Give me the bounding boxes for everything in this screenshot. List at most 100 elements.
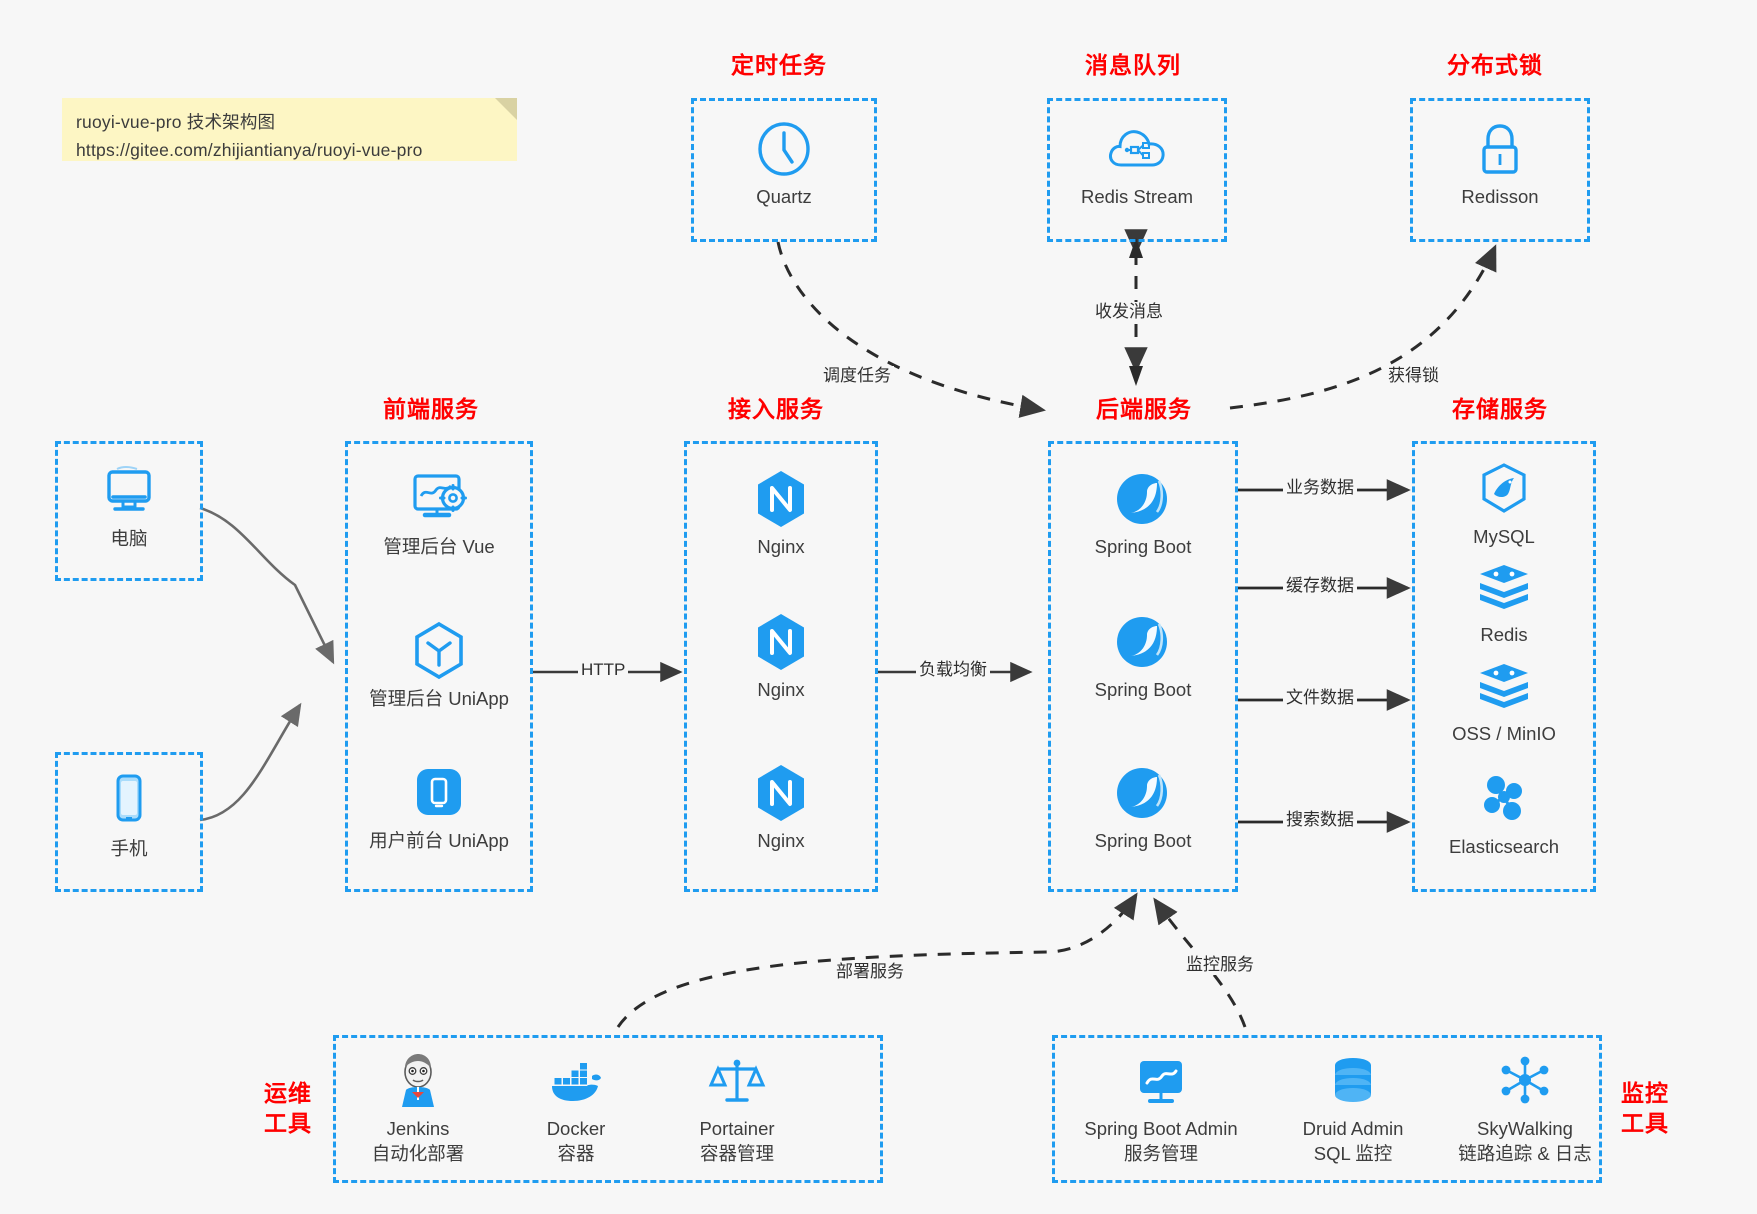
node-spring-boot-2[interactable]: Spring Boot xyxy=(1058,611,1228,702)
mobile-icon xyxy=(44,770,214,832)
skywalking-node-icon xyxy=(1425,1050,1625,1112)
node-sublabel: 链路追踪 & 日志 xyxy=(1458,1143,1592,1164)
nginx-icon xyxy=(696,762,866,824)
group-box-client-desktop xyxy=(55,441,203,581)
node-sublabel: SQL 监控 xyxy=(1313,1143,1393,1164)
node-redis-stream[interactable]: Redis Stream xyxy=(1052,118,1222,209)
node-label: Elasticsearch xyxy=(1448,836,1559,857)
node-sublabel: 容器管理 xyxy=(699,1143,774,1164)
node-spring-boot-1[interactable]: Spring Boot xyxy=(1058,468,1228,559)
mysql-dolphin-icon xyxy=(1419,458,1589,520)
node-label: Spring Boot xyxy=(1094,679,1192,700)
node-label: Jenkins xyxy=(386,1118,450,1139)
node-label: Nginx xyxy=(757,679,805,700)
jenkins-butler-icon xyxy=(333,1050,503,1112)
phone-rounded-icon xyxy=(354,762,524,824)
group-box-scheduled-task xyxy=(691,98,877,242)
node-label: Nginx xyxy=(757,536,805,557)
hexagon-cube-icon xyxy=(354,620,524,682)
node-mysql[interactable]: MySQL xyxy=(1419,458,1589,549)
portainer-scale-icon xyxy=(652,1050,822,1112)
node-label: Druid Admin xyxy=(1302,1118,1404,1139)
node-label: Spring Boot xyxy=(1094,536,1192,557)
node-nginx-3[interactable]: Nginx xyxy=(696,762,866,853)
note-url: https://gitee.com/zhijiantianya/ruoyi-vu… xyxy=(76,140,423,160)
node-redis[interactable]: Redis xyxy=(1419,556,1589,647)
node-sublabel: 自动化部署 xyxy=(371,1143,465,1164)
edge-label-load-balance: 负载均衡 xyxy=(916,660,990,680)
node-docker[interactable]: Docker 容器 xyxy=(491,1050,661,1166)
edge-label-deploy-service: 部署服务 xyxy=(833,962,907,982)
redis-stack-icon xyxy=(1419,556,1589,618)
node-label: 电脑 xyxy=(110,528,148,549)
edge-label-http: HTTP xyxy=(578,660,629,680)
devops-title-line2: 工具 xyxy=(264,1110,312,1136)
node-quartz[interactable]: Quartz xyxy=(699,118,869,209)
node-nginx-1[interactable]: Nginx xyxy=(696,468,866,559)
node-label: OSS / MinIO xyxy=(1452,723,1556,744)
node-label: Quartz xyxy=(756,186,812,207)
edge-label-search-data: 搜索数据 xyxy=(1283,810,1357,830)
monitor-title-line2: 工具 xyxy=(1621,1110,1669,1136)
note-fold-corner xyxy=(495,98,517,120)
node-redisson[interactable]: Redisson xyxy=(1415,118,1585,209)
node-skywalking[interactable]: SkyWalking 链路追踪 & 日志 xyxy=(1425,1050,1625,1166)
group-box-client-mobile xyxy=(55,752,203,892)
node-label: Portainer xyxy=(699,1118,775,1139)
node-portainer[interactable]: Portainer 容器管理 xyxy=(652,1050,822,1166)
node-mobile[interactable]: 手机 xyxy=(44,770,214,861)
node-desktop[interactable]: 电脑 xyxy=(44,460,214,551)
clock-icon xyxy=(699,118,869,180)
node-jenkins[interactable]: Jenkins 自动化部署 xyxy=(333,1050,503,1166)
group-box-devops-tools xyxy=(333,1035,883,1183)
node-label: 管理后台 UniApp xyxy=(369,688,509,709)
node-label: 手机 xyxy=(110,838,148,859)
spring-leaf-icon xyxy=(1058,468,1228,530)
node-user-uniapp[interactable]: 用户前台 UniApp xyxy=(354,762,524,853)
lock-icon xyxy=(1415,118,1585,180)
elasticsearch-icon xyxy=(1419,768,1589,830)
group-box-backend-service xyxy=(1048,441,1238,892)
node-label: Nginx xyxy=(757,830,805,851)
spring-leaf-icon xyxy=(1058,611,1228,673)
cloud-stream-icon xyxy=(1052,118,1222,180)
section-title-message-queue: 消息队列 xyxy=(1085,52,1181,78)
node-elasticsearch[interactable]: Elasticsearch xyxy=(1419,768,1589,859)
node-spring-boot-admin[interactable]: Spring Boot Admin 服务管理 xyxy=(1066,1050,1256,1166)
nginx-icon xyxy=(696,468,866,530)
oss-stack-icon xyxy=(1419,655,1589,717)
node-sublabel: 容器 xyxy=(557,1143,595,1164)
group-box-frontend-service xyxy=(345,441,533,892)
spring-leaf-icon xyxy=(1058,762,1228,824)
node-sublabel: 服务管理 xyxy=(1123,1143,1198,1164)
section-title-frontend-service: 前端服务 xyxy=(383,396,479,422)
node-label: Spring Boot Admin xyxy=(1084,1118,1238,1139)
group-box-message-queue xyxy=(1047,98,1227,242)
monitor-gear-icon xyxy=(354,468,524,530)
node-oss-minio[interactable]: OSS / MinIO xyxy=(1419,655,1589,746)
node-nginx-2[interactable]: Nginx xyxy=(696,611,866,702)
node-druid-admin[interactable]: Druid Admin SQL 监控 xyxy=(1263,1050,1443,1166)
note-title: ruoyi-vue-pro 技术架构图 xyxy=(76,112,276,132)
node-admin-vue[interactable]: 管理后台 Vue xyxy=(354,468,524,559)
group-box-distributed-lock xyxy=(1410,98,1590,242)
node-label: Docker xyxy=(546,1118,606,1139)
edge-label-send-receive-message: 收发消息 xyxy=(1092,302,1166,322)
section-title-scheduled-task: 定时任务 xyxy=(731,52,827,78)
desktop-icon xyxy=(44,460,214,522)
database-cylinder-icon xyxy=(1263,1050,1443,1112)
section-title-gateway-service: 接入服务 xyxy=(728,396,824,422)
node-label: Redis Stream xyxy=(1080,186,1194,207)
dashboard-chart-icon xyxy=(1066,1050,1256,1112)
node-label: SkyWalking xyxy=(1477,1118,1573,1139)
node-label: Redisson xyxy=(1461,186,1539,207)
edge-label-file-data: 文件数据 xyxy=(1283,688,1357,708)
node-admin-uniapp[interactable]: 管理后台 UniApp xyxy=(354,620,524,711)
edge-label-schedule-task: 调度任务 xyxy=(820,366,894,386)
node-spring-boot-3[interactable]: Spring Boot xyxy=(1058,762,1228,853)
node-label: MySQL xyxy=(1473,526,1535,547)
node-label: 用户前台 UniApp xyxy=(369,830,509,851)
devops-title-line1: 运维 xyxy=(264,1080,312,1106)
edge-label-monitor-service: 监控服务 xyxy=(1183,955,1257,975)
